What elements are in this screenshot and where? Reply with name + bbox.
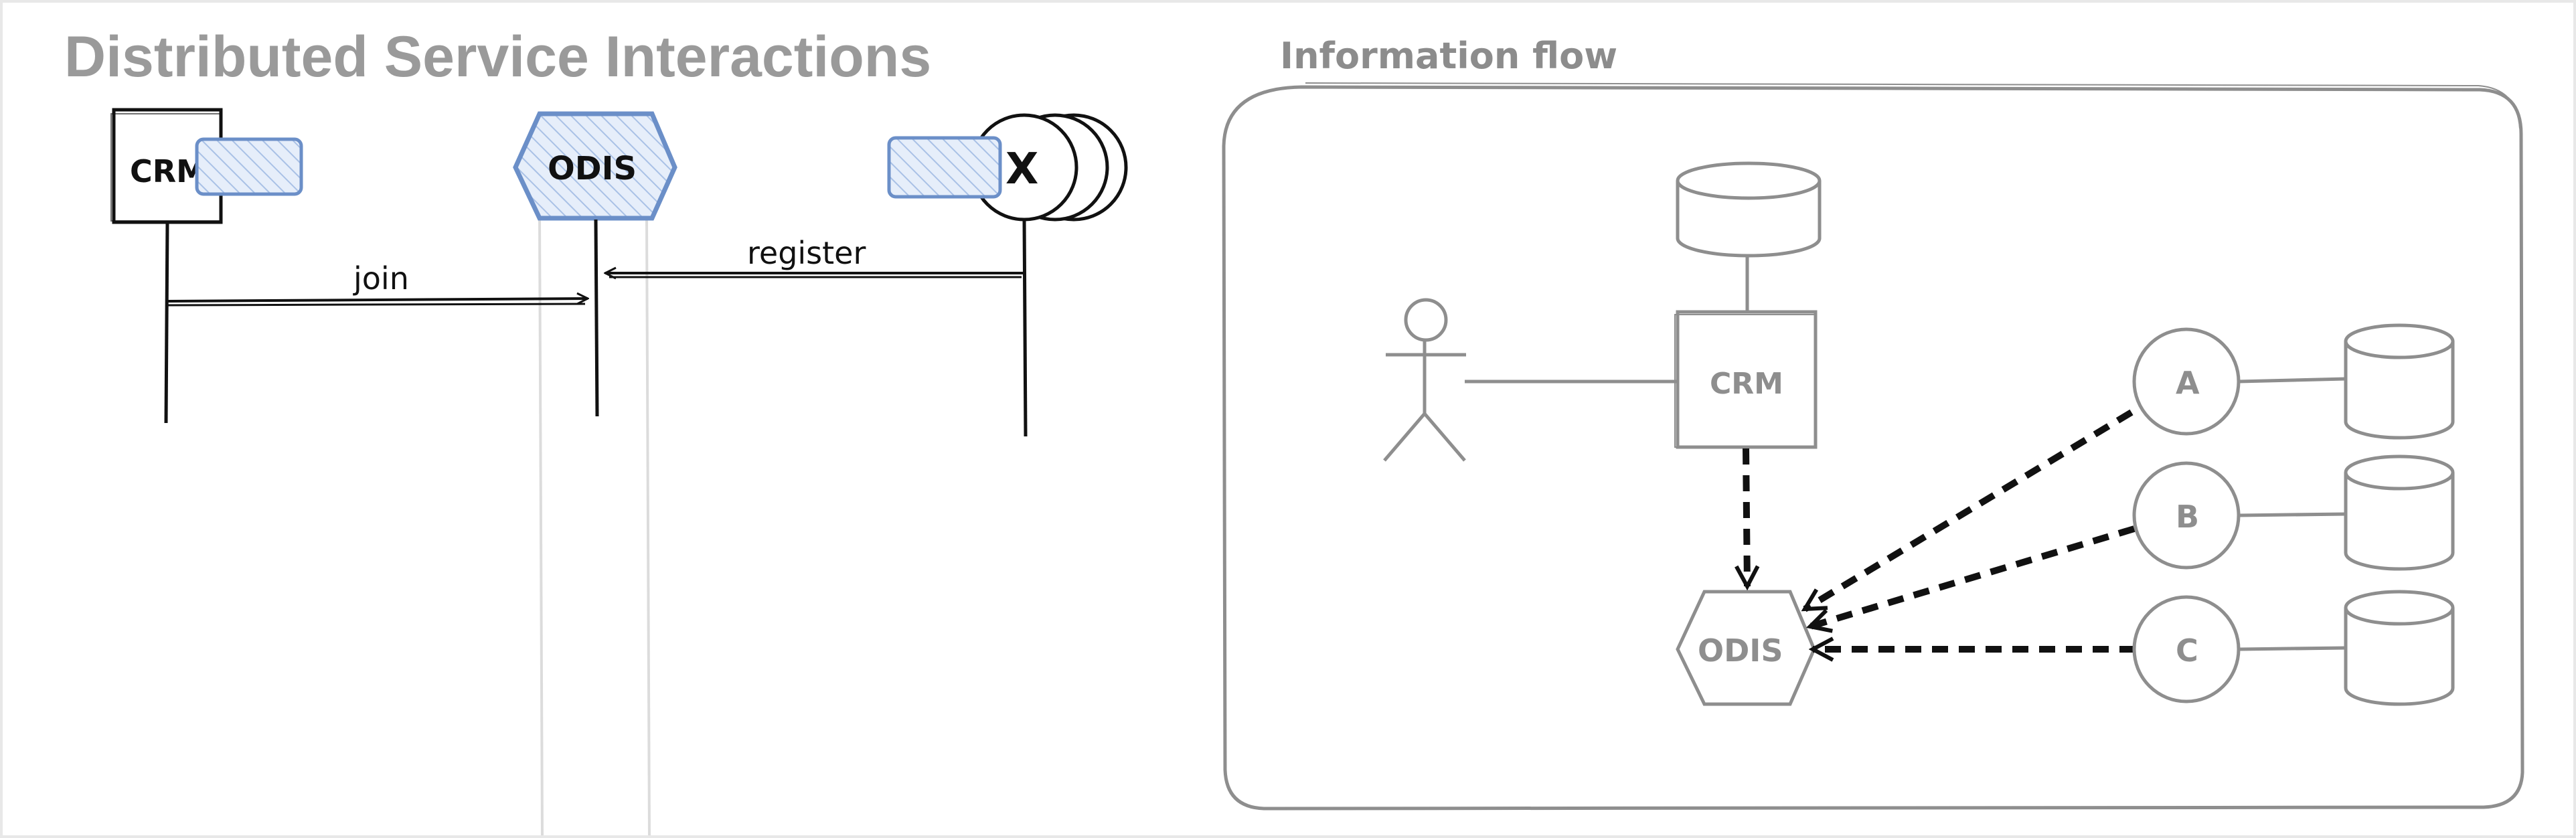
c-to-db-link: [2238, 646, 2346, 651]
crm-node: CRM: [1674, 310, 1818, 449]
crm-node-label: CRM: [1710, 367, 1783, 401]
database-c-icon: [2344, 590, 2455, 706]
service-a-label: A: [2176, 365, 2200, 401]
odis-node-label: ODIS: [1698, 633, 1783, 669]
crm-component-tab: [195, 137, 303, 196]
external-component-tab: [887, 136, 1002, 199]
register-message: register: [605, 235, 1024, 277]
page-title: Distributed Service Interactions: [64, 25, 932, 89]
odis-guide-left: [538, 218, 544, 835]
external-lifeline: [1022, 219, 1028, 437]
service-c-node: C: [2132, 595, 2241, 703]
information-flow-panel: [1222, 82, 2524, 811]
service-b-label: B: [2176, 499, 2199, 535]
close-x-icon: X: [1005, 145, 1038, 194]
service-a-node: A: [2132, 327, 2241, 436]
odis-participant-label: ODIS: [548, 150, 637, 187]
odis-lifeline: [594, 219, 599, 417]
diagram-svg: CRM ODIS X join register: [110, 82, 2524, 835]
database-icon: [1676, 161, 1822, 258]
b-to-db-link: [2238, 512, 2346, 517]
external-participant: X: [887, 113, 1128, 222]
join-message: join: [167, 260, 588, 307]
service-b-node: B: [2132, 461, 2241, 570]
crm-participant-label: CRM: [130, 153, 207, 189]
crm-to-odis-flow: [1746, 448, 1747, 586]
b-to-odis-flow: [1810, 525, 2136, 626]
odis-participant: ODIS: [513, 111, 677, 221]
odis-hexagon-icon: [513, 111, 677, 221]
register-label: register: [747, 235, 866, 271]
odis-node: ODIS: [1676, 590, 1816, 706]
actor-icon: [1383, 298, 1466, 462]
odis-guide-right: [645, 218, 651, 835]
flow-arrows: [1746, 409, 2136, 649]
a-to-db-link: [2238, 377, 2346, 384]
hexagon-icon: [1676, 590, 1816, 706]
a-to-odis-flow: [1805, 409, 2134, 612]
information-flow-title: Information flow: [1280, 35, 1618, 77]
database-a-icon: [2344, 323, 2455, 440]
crm-participant: CRM: [110, 108, 303, 224]
diagram-canvas: Distributed Service Interactions Informa…: [3, 3, 2573, 835]
service-c-label: C: [2176, 633, 2198, 669]
join-label: join: [353, 260, 409, 297]
crm-lifeline: [164, 222, 169, 424]
database-b-icon: [2344, 454, 2455, 571]
